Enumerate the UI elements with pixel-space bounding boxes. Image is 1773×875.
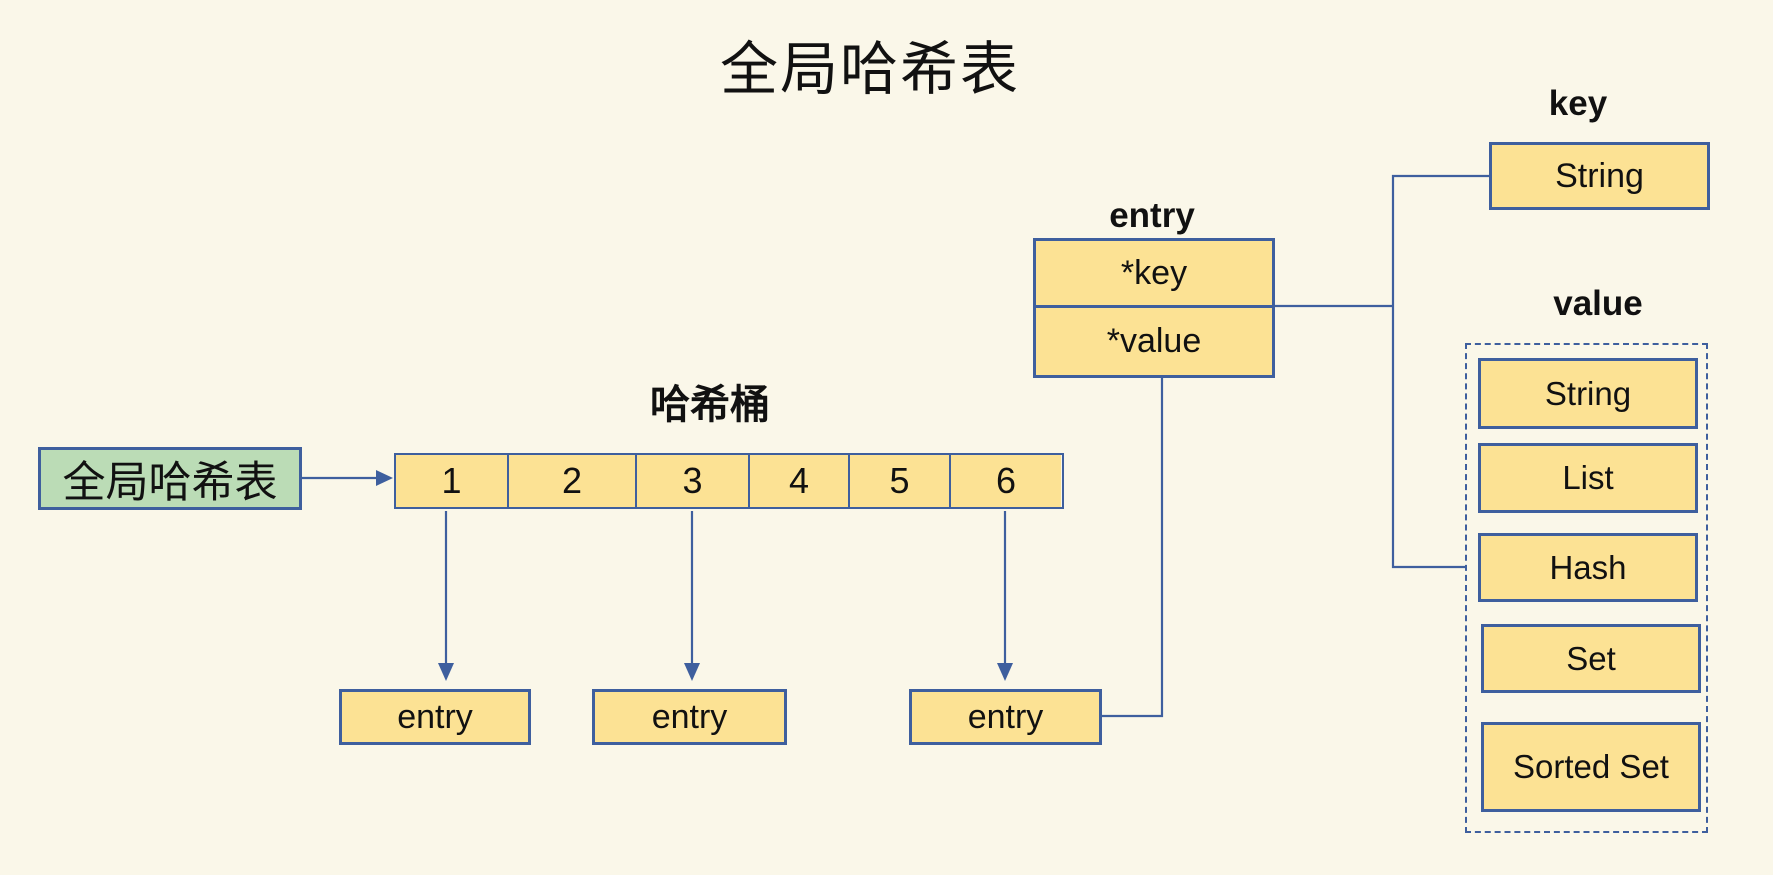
bucket-cell-5: 5 (848, 455, 949, 507)
arrowhead-bucket6 (997, 663, 1013, 681)
value-type-list-box: List (1478, 443, 1698, 513)
entry-node-2: entry (592, 689, 787, 745)
value-type-set-box: Set (1481, 624, 1701, 693)
connector-branch-key-value (1391, 174, 1489, 569)
entry-node-3: entry (909, 689, 1102, 745)
value-type-string-box: String (1478, 358, 1698, 429)
connector-entry-to-struct (1102, 378, 1164, 718)
value-type-sorted-set-box: Sorted Set (1481, 722, 1701, 812)
entry-struct-label: entry (1109, 196, 1195, 235)
arrowhead-bucket3 (684, 663, 700, 681)
bucket-cell-1: 1 (396, 455, 507, 507)
entry-struct-key-field: *key (1033, 238, 1275, 308)
value-label: value (1553, 284, 1643, 323)
entry-node-1: entry (339, 689, 531, 745)
bucket-cell-3: 3 (635, 455, 748, 507)
bucket-cell-6: 6 (949, 455, 1061, 507)
diagram-title: 全局哈希表 (719, 37, 1020, 102)
arrowhead-bucket1 (438, 663, 454, 681)
hash-bucket-array: 1 2 3 4 5 6 (394, 453, 1064, 509)
bucket-cell-4: 4 (748, 455, 848, 507)
key-type-string-box: String (1489, 142, 1710, 210)
value-type-hash-box: Hash (1478, 533, 1698, 602)
entry-struct-value-field: *value (1033, 305, 1275, 378)
key-label: key (1548, 84, 1608, 123)
arrowhead-table-to-bucket (376, 470, 393, 486)
bucket-cell-2: 2 (507, 455, 635, 507)
value-types-container (1465, 343, 1708, 833)
bucket-label: 哈希桶 (650, 383, 770, 427)
global-hash-table-node: 全局哈希表 (38, 447, 302, 510)
